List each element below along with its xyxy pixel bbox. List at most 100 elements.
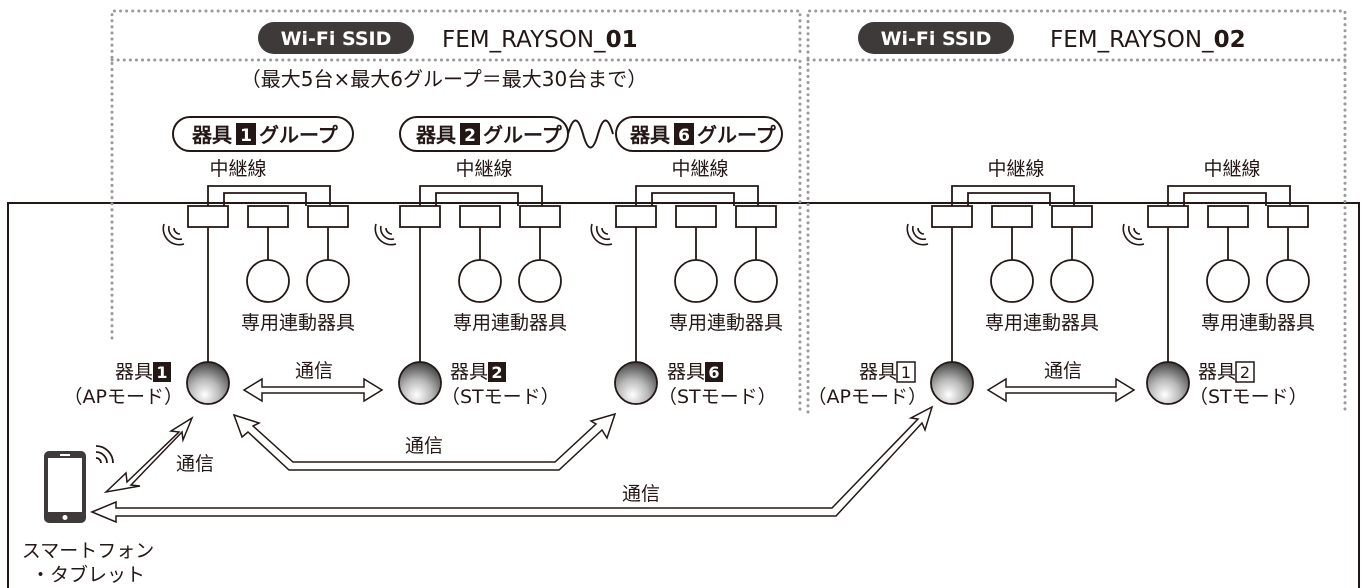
group-pill-prefix: 器具 <box>191 123 232 147</box>
svg-text:器具: 器具 <box>450 361 488 383</box>
fixture-cluster-1: 中継線 専用連動器具 <box>162 158 355 405</box>
linked-fixtures-label: 専用連動器具 <box>669 312 783 334</box>
device-label-line1: スマートフォン <box>22 540 154 562</box>
ssid-name: FEM_RAYSON_02 <box>1050 27 1246 53</box>
fixture-number-box <box>896 361 916 383</box>
linked-fixture <box>458 259 502 303</box>
ssid-01-boundary <box>110 9 802 414</box>
fixture-label-1: 器具 1 （APモード） <box>64 361 183 408</box>
main-fixture-bulb <box>186 361 230 405</box>
wireless-signal-icon <box>1122 223 1145 246</box>
fixture-mode: （APモード） <box>64 386 183 408</box>
main-fixture-bulb <box>930 361 974 405</box>
relay-line <box>419 185 543 206</box>
linked-fixture <box>518 259 562 303</box>
relay-line <box>635 185 759 206</box>
relay-line <box>1167 185 1291 206</box>
wireless-signal-icon <box>162 223 185 246</box>
linked-fixtures-label: 専用連動器具 <box>241 312 355 334</box>
linked-fixture <box>1206 259 1250 303</box>
comm-arrow-1-6 <box>232 412 617 471</box>
group-pill-2: 器具 2 グループ <box>399 116 569 152</box>
comm-label-1-2: 通信 <box>295 360 333 382</box>
linked-fixture <box>1050 259 1094 303</box>
svg-text:器具: 器具 <box>1198 361 1236 383</box>
group-pill-suffix: グループ <box>483 123 563 147</box>
group-number-box <box>236 123 256 145</box>
linked-fixture <box>306 259 350 303</box>
svg-text:器具: 器具 <box>859 361 897 383</box>
svg-text:器具: 器具 <box>667 361 705 383</box>
fixture-label-b2: 器具 2 （STモード） <box>1189 361 1308 408</box>
relay-line-label: 中継線 <box>455 158 512 180</box>
fixture-number-box <box>1235 361 1255 383</box>
linked-fixture <box>246 259 290 303</box>
wifi-ssid-badge <box>858 22 1014 54</box>
wifi-ssid-badge <box>258 22 414 54</box>
ceiling-outline <box>7 202 1360 588</box>
main-fixture-bulb <box>1146 361 1190 405</box>
fixture-cluster-b2: 中継線 専用連動器具 <box>1122 158 1315 405</box>
wifi-ssid-badge-label: Wi-Fi SSID <box>281 28 392 50</box>
linked-fixtures-label: 専用連動器具 <box>453 312 567 334</box>
group-pill-suffix: グループ <box>259 123 339 147</box>
fixture-label-2: 器具 2 （STモード） <box>441 361 560 408</box>
ssid-02-boundary <box>806 9 1347 414</box>
group-pill-1: 器具 1 グループ <box>172 116 354 152</box>
group-pill-6: 器具 6 グループ <box>615 116 783 152</box>
capacity-note: （最大5台×最大6グループ＝最大30台まで） <box>241 67 647 91</box>
wireless-signal-icon <box>906 223 929 246</box>
comm-arrow-phone-b1 <box>90 405 934 524</box>
svg-text:器具: 器具 <box>115 361 153 383</box>
fixture-cluster-b1: 中継線 専用連動器具 <box>906 158 1099 405</box>
fixture-mode: （STモード） <box>441 386 560 408</box>
linked-fixture <box>734 259 778 303</box>
fixture-mode: （APモード） <box>808 386 927 408</box>
ssid-header-02: Wi-Fi SSID FEM_RAYSON_02 <box>858 22 1246 54</box>
phone-signal-icon <box>95 445 114 464</box>
main-fixture-bulb <box>398 361 442 405</box>
group-number-box <box>674 123 694 145</box>
fixture-label-b1: 器具 1 （APモード） <box>808 361 927 408</box>
fixture-number: 6 <box>708 363 719 382</box>
wireless-signal-icon <box>590 223 613 246</box>
comm-arrow-b1-b2 <box>986 377 1136 403</box>
linked-fixtures-label: 専用連動器具 <box>985 312 1099 334</box>
fixture-number: 2 <box>491 363 502 382</box>
omission-wave <box>567 119 614 149</box>
wireless-signal-icon <box>374 223 397 246</box>
linked-fixture <box>990 259 1034 303</box>
group-pill-suffix: グループ <box>697 123 777 147</box>
relay-line-label: 中継線 <box>209 158 266 180</box>
relay-line <box>951 185 1075 206</box>
ssid-header-01: Wi-Fi SSID FEM_RAYSON_01 <box>258 22 638 54</box>
group-number: 1 <box>240 126 252 146</box>
comm-label-b1-b2: 通信 <box>1044 360 1082 382</box>
linked-fixture <box>1266 259 1310 303</box>
fixture-number: 1 <box>901 363 911 382</box>
group-number: 6 <box>678 126 690 146</box>
fixture-cluster-6: 中継線 専用連動器具 <box>590 158 783 405</box>
fixture-cluster-2: 中継線 専用連動器具 <box>374 158 567 405</box>
group-number: 2 <box>464 126 476 146</box>
comm-label-phone-1: 通信 <box>176 453 214 475</box>
group-pill-prefix: 器具 <box>629 123 670 147</box>
relay-line-label: 中継線 <box>671 158 728 180</box>
linked-fixture <box>674 259 718 303</box>
fixture-number: 2 <box>1240 363 1250 382</box>
group-pill-prefix: 器具 <box>415 123 456 147</box>
fixture-mode: （STモード） <box>1189 386 1308 408</box>
comm-label-phone-b1: 通信 <box>622 483 660 505</box>
wifi-ssid-badge-label: Wi-Fi SSID <box>881 28 992 50</box>
comm-label-1-6: 通信 <box>405 435 443 457</box>
fixture-number: 1 <box>156 363 167 382</box>
comm-arrow-phone-1 <box>103 416 194 494</box>
relay-line-label: 中継線 <box>987 158 1044 180</box>
fixture-number-box <box>488 362 506 382</box>
comm-arrow-1-2 <box>242 377 384 403</box>
device-label-line2: ・タブレット <box>31 563 145 586</box>
fixture-label-6: 器具 6 （STモード） <box>658 361 777 408</box>
main-fixture-bulb <box>614 361 658 405</box>
smartphone-icon <box>44 451 86 523</box>
ssid-name: FEM_RAYSON_01 <box>442 27 638 53</box>
